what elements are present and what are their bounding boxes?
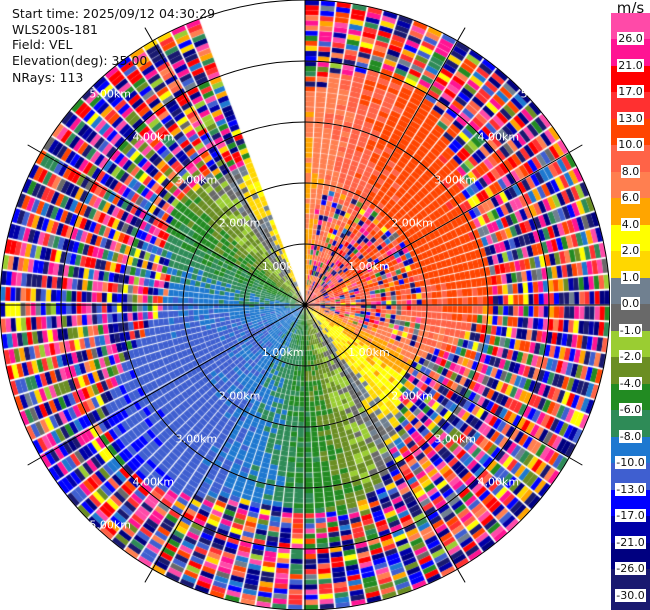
radar-center-marker [302, 302, 308, 308]
range-ring-label: 3.00km [176, 174, 218, 187]
colorbar-tick-label: -10.0 [615, 456, 646, 469]
range-ring-label: 1.00km [348, 260, 390, 273]
range-rings-overlay: 1.00km 1.00km 1.00km 1.00km 2.00km 2.00km 2.00… [0, 0, 610, 610]
colorbar-tick-label: -6.0 [618, 403, 643, 416]
range-ring [121, 121, 489, 489]
azimuth-spoke [304, 144, 583, 306]
range-ring-label: 1.00km [262, 260, 304, 273]
colorbar-tick-label: -26.0 [615, 562, 646, 575]
range-ring-label: 5.00km [521, 87, 563, 100]
colorbar-tick-label: -8.0 [618, 429, 643, 443]
colorbar-tick-label: 4.0 [620, 217, 641, 231]
colorbar-unit: m/s [616, 0, 645, 17]
instrument-label: WLS200s-181 [12, 22, 98, 37]
colorbar-tick-label: 0.0 [620, 297, 641, 310]
nrays-label: NRays: 113 [12, 70, 84, 85]
azimuth-spoke [304, 304, 466, 583]
colorbar-tick-label: 17.0 [617, 85, 644, 98]
colorbar-tick-label: -13.0 [615, 482, 646, 496]
colorbar-tick-label: 21.0 [617, 58, 644, 72]
azimuth-spoke [27, 304, 306, 466]
colorbar-tick-label: -17.0 [615, 509, 646, 522]
colorbar-tick-label: 2.0 [620, 244, 641, 257]
range-ring-label: 5.00km [521, 519, 563, 532]
range-ring-label: 2.00km [219, 217, 261, 230]
colorbar-tick-label: 6.0 [620, 191, 641, 204]
azimuth-spoke [144, 304, 306, 583]
range-ring-label: 3.00km [434, 174, 476, 187]
colorbar: 26.0 21.0 17.0 13.0 10.0 8.0 6.0 4.0 2.0 1.0 0.0 -1… [611, 13, 650, 610]
range-ring-label: 5.00km [89, 519, 131, 532]
colorbar-tick-label: -21.0 [615, 535, 646, 549]
range-ring-label: 3.00km [434, 432, 476, 445]
range-ring-label: 2.00km [219, 389, 261, 402]
range-ring-label: 2.00km [391, 217, 433, 230]
colorbar-tick-label: -2.0 [618, 350, 643, 363]
range-ring-label: 1.00km [348, 346, 390, 359]
colorbar-tick-label: -30.0 [615, 588, 646, 602]
colorbar-tick-label: 1.0 [620, 270, 641, 284]
azimuth-spoke [304, 27, 466, 306]
range-ring-label: 3.00km [176, 432, 218, 445]
range-ring-label: 2.00km [391, 389, 433, 402]
colorbar-tick-label: 8.0 [620, 164, 641, 178]
colorbar-tick-label: 13.0 [617, 111, 644, 125]
range-ring [60, 60, 550, 550]
azimuth-spoke [27, 144, 306, 306]
range-ring [182, 182, 428, 428]
start-time-label: Start time: 2025/09/12 04:30:29 [12, 6, 216, 21]
range-ring [243, 243, 367, 367]
range-ring-label: 4.00km [478, 476, 520, 489]
range-ring-label: 1.00km [262, 346, 304, 359]
range-ring-label: 5.00km [89, 87, 131, 100]
colorbar-tick-label: 26.0 [617, 32, 644, 45]
field-label: Field: VEL [12, 37, 73, 52]
colorbar-tick-label: -4.0 [618, 376, 643, 390]
range-ring-label: 4.00km [132, 130, 174, 143]
azimuth-spoke [144, 27, 306, 306]
colorbar-tick-label: -1.0 [618, 323, 643, 337]
colorbar-tick-label: 10.0 [617, 138, 644, 151]
range-ring-label: 4.00km [478, 130, 520, 143]
range-ring-label: 4.00km [132, 476, 174, 489]
elevation-label: Elevation(deg): 35.00 [12, 53, 148, 68]
azimuth-spoke [304, 304, 583, 466]
